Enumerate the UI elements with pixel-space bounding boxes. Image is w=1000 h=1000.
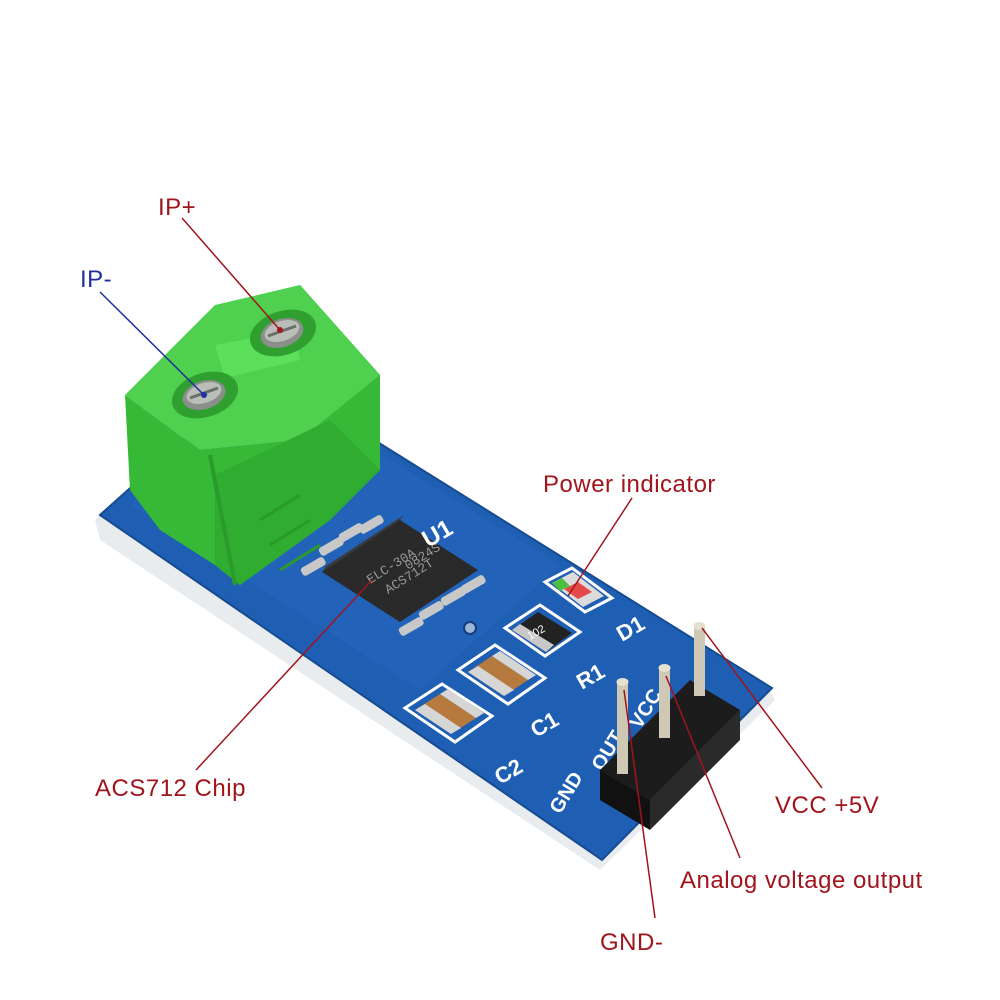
pin-gnd — [616, 678, 629, 774]
label-ip-minus: IP- — [80, 266, 112, 293]
label-vcc: VCC +5V — [775, 792, 879, 819]
leader-vcc — [701, 627, 823, 789]
label-power-indicator: Power indicator — [543, 471, 716, 498]
resistor-r1: 102 — [502, 603, 583, 658]
capacitor-c1 — [455, 643, 548, 706]
label-ip-plus: IP+ — [158, 194, 196, 221]
leader-gnd — [623, 689, 656, 919]
leader-analog-output — [665, 675, 741, 859]
leader-acs712-chip — [195, 579, 373, 771]
pin-out — [658, 664, 671, 738]
leader-ip-plus — [181, 217, 281, 331]
acs712-chip: ACS712T ELC-30A 0824S — [300, 515, 486, 636]
label-gnd: GND- — [600, 929, 663, 956]
leader-lines — [99, 217, 823, 919]
leader-power-indicator — [567, 497, 633, 597]
pin-vcc — [693, 622, 706, 696]
capacitor-c2 — [402, 682, 495, 744]
power-led — [542, 566, 615, 614]
label-acs712-chip: ACS712 Chip — [95, 775, 246, 802]
label-analog-output: Analog voltage output — [680, 867, 923, 894]
leader-ip-minus — [99, 291, 205, 396]
